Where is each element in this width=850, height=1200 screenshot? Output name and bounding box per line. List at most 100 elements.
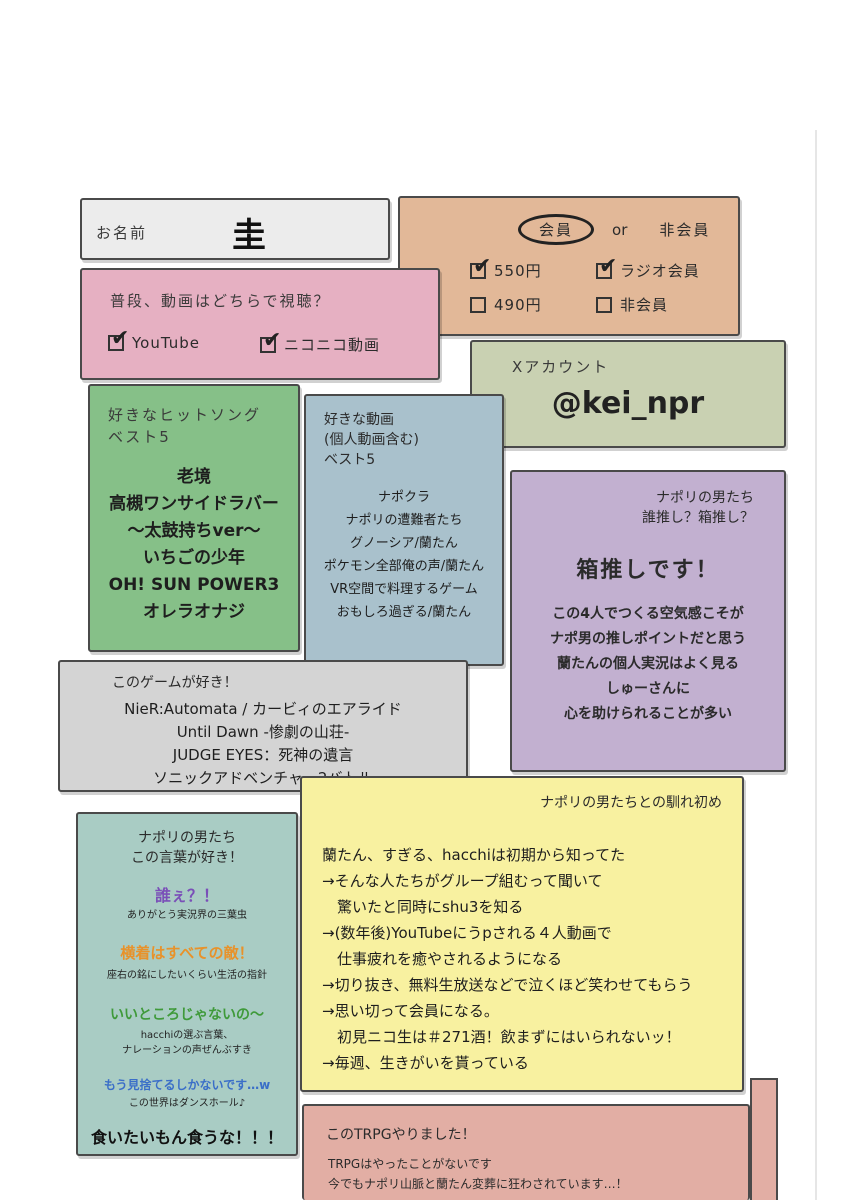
hit-songs-title: 好きなヒットソング ベスト5 xyxy=(108,404,261,448)
favorite-videos-title-line: (個人動画含む) xyxy=(324,432,419,448)
hit-songs-title-line: ベスト5 xyxy=(108,428,171,446)
option-550-label: 550円 xyxy=(494,262,542,280)
list-item: オレラオナジ xyxy=(143,602,245,622)
checkmark-icon: ✔ xyxy=(473,253,493,279)
membership-choice: 会員 or 非会員 xyxy=(518,214,710,245)
list-item: ナポリの遭難者たち xyxy=(345,513,463,528)
first-meeting-line: →毎週、生きがいを貰っている xyxy=(322,1054,529,1072)
membership-card: 会員 or 非会員 ✔ 550円 ✔ ラジオ会員 490円 非会員 xyxy=(398,196,740,336)
oshi-card: ナポリの男たち 誰推し？箱推し？ 箱推しです！ この4人でつくる空気感こそが ナ… xyxy=(510,470,786,772)
checkbox-non-member xyxy=(596,296,612,313)
oshi-answer: 箱推しです！ xyxy=(576,558,720,583)
checkmark-icon: ✔ xyxy=(599,253,619,279)
x-account-label: Xアカウント xyxy=(512,358,610,376)
favorite-phrase: もう見捨てるしかないです…w xyxy=(103,1078,271,1092)
oshi-body-line: 心を助けられることが多い xyxy=(564,706,732,722)
checkbox-550: ✔ xyxy=(470,255,491,279)
favorite-phrase-note: 座右の銘にしたいくらい生活の指針 xyxy=(78,968,296,983)
hit-songs-list: 老境 高槻ワンサイドラバー 〜太鼓持ちver〜 いちごの少年 OH! SUN P… xyxy=(90,464,298,626)
favorite-phrase-note: ありがとう実況界の三葉虫 xyxy=(78,908,296,923)
option-radio-member-label: ラジオ会員 xyxy=(620,262,700,280)
viewing-platform-card: 普段、動画はどちらで視聴？ ✔ YouTube ✔ ニコニコ動画 xyxy=(80,268,440,380)
platform-question: 普段、動画はどちらで視聴？ xyxy=(110,292,331,310)
favorite-videos-list: ナポクラ ナポリの遭難者たち グノーシア/蘭たん ポケモン全部俺の声/蘭たん V… xyxy=(306,486,502,624)
option-niconico-label: ニコニコ動画 xyxy=(284,336,381,354)
list-item: ポケモン全部俺の声/蘭たん xyxy=(323,559,485,574)
hit-songs-card: 好きなヒットソング ベスト5 老境 高槻ワンサイドラバー 〜太鼓持ちver〜 い… xyxy=(88,384,300,652)
page-edge-line xyxy=(815,130,817,1200)
first-meeting-line: →思い切って会員になる。 xyxy=(322,1002,499,1020)
list-item: OH! SUN POWER3 xyxy=(108,575,280,595)
option-youtube-label: YouTube xyxy=(132,334,200,352)
option-non-member-label: 非会員 xyxy=(620,296,669,314)
list-item: 〜太鼓持ちver〜 xyxy=(127,521,261,541)
favorite-phrase: いいところじゃないの〜 xyxy=(110,1007,264,1023)
first-meeting-line: 蘭たん、すぎる、hacchiは初期から知ってた xyxy=(322,846,626,864)
favorite-phrase-note: hacchiの選ぶ言葉、 ナレーションの声ぜんぶすき xyxy=(78,1028,296,1058)
list-item: ナポクラ xyxy=(377,490,430,505)
trpg-line: TRPGはやったことがないです xyxy=(328,1157,492,1171)
first-meeting-card: ナポリの男たちとの馴れ初め 蘭たん、すぎる、hacchiは初期から知ってた →そ… xyxy=(300,776,744,1092)
favorite-words-card: ナポリの男たち この言葉が好き！ 誰ぇ？！ ありがとう実況界の三葉虫 横着はすべ… xyxy=(76,812,298,1156)
favorite-words-title-line: ナポリの男たち xyxy=(138,830,236,846)
oshi-question-line: ナポリの男たち xyxy=(656,490,754,506)
first-meeting-line: →(数年後)YouTubeにうpされる４人動画で xyxy=(322,924,612,942)
oshi-body-line: 蘭たんの個人実況はよく見る xyxy=(557,656,739,672)
trpg-body: TRPGはやったことがないです 今でもナポリ山脈と蘭たん変葬に狂わされています…… xyxy=(328,1154,628,1194)
oshi-question-line: 誰推し？箱推し？ xyxy=(642,510,754,526)
first-meeting-line: 仕事疲れを癒やされるようになる xyxy=(322,950,563,968)
favorite-videos-title: 好きな動画 (個人動画含む) ベスト5 xyxy=(324,410,419,470)
x-account-handle: @kei_npr xyxy=(551,386,705,421)
favorite-phrase-note-line: ありがとう実況界の三葉虫 xyxy=(127,910,247,921)
list-item: 老境 xyxy=(177,467,211,487)
hit-songs-title-line: 好きなヒットソング xyxy=(108,406,262,424)
list-item: いちごの少年 xyxy=(143,548,245,568)
corner-note-tab xyxy=(750,1078,778,1200)
or-label: or xyxy=(612,220,628,239)
favorite-games-card: このゲームが好き！ NieR:Automata / カービィのエアライド Unt… xyxy=(58,660,468,792)
option-youtube: ✔ YouTube xyxy=(108,328,200,352)
option-radio-member: ✔ ラジオ会員 xyxy=(596,255,700,281)
name-value: 圭 xyxy=(232,216,266,256)
list-item: おもしろ過ぎる/蘭たん xyxy=(336,605,472,620)
trpg-card: このTRPGやりました！ TRPGはやったことがないです 今でもナポリ山脈と蘭た… xyxy=(302,1104,750,1200)
favorite-phrase: 横着はすべての敵！ xyxy=(120,944,254,962)
non-member-label: 非会員 xyxy=(659,221,711,239)
name-label: お名前 xyxy=(96,224,148,242)
checkbox-youtube: ✔ xyxy=(108,328,129,351)
member-label-circled: 会員 xyxy=(518,214,595,245)
favorite-videos-card: 好きな動画 (個人動画含む) ベスト5 ナポクラ ナポリの遭難者たち グノーシア… xyxy=(304,394,504,666)
favorite-videos-title-line: ベスト5 xyxy=(324,452,376,468)
list-item: 高槻ワンサイドラバー xyxy=(109,494,279,514)
favorite-phrase-note-line: 座右の銘にしたいくらい生活の指針 xyxy=(107,970,267,981)
oshi-body-line: この4人でつくる空気感こそが xyxy=(552,606,744,622)
name-card: お名前 圭 xyxy=(80,198,390,260)
oshi-body-line: ナポ男の推しポイントだと思う xyxy=(550,631,746,647)
favorite-games-title: このゲームが好き！ xyxy=(112,675,238,691)
option-550: ✔ 550円 xyxy=(470,255,542,281)
list-item: Until Dawn -惨劇の山荘- xyxy=(176,723,350,741)
favorite-videos-title-line: 好きな動画 xyxy=(324,412,394,428)
first-meeting-body: 蘭たん、すぎる、hacchiは初期から知ってた →そんな人たちがグループ組むって… xyxy=(322,842,692,1076)
favorite-phrase-note-line: この世界はダンスホール♪ xyxy=(128,1098,246,1109)
checkmark-icon: ✔ xyxy=(111,326,131,351)
first-meeting-title: ナポリの男たちとの馴れ初め xyxy=(540,795,722,811)
favorite-phrase: 誰ぇ？！ xyxy=(154,886,219,905)
trpg-title: このTRPGやりました！ xyxy=(326,1127,476,1143)
x-account-card: Xアカウント @kei_npr xyxy=(470,340,786,448)
checkbox-490 xyxy=(470,296,486,313)
option-490-label: 490円 xyxy=(494,296,542,314)
option-490: 490円 xyxy=(470,294,542,315)
checkbox-radio-member: ✔ xyxy=(596,255,617,279)
favorite-words-title: ナポリの男たち この言葉が好き！ xyxy=(78,828,296,868)
oshi-question: ナポリの男たち 誰推し？箱推し？ xyxy=(642,488,754,528)
list-item: VR空間で料理するゲーム xyxy=(330,582,478,597)
checkmark-icon: ✔ xyxy=(263,327,283,353)
list-item: グノーシア/蘭たん xyxy=(350,536,458,551)
favorite-phrase-note-line: hacchiの選ぶ言葉、 xyxy=(140,1030,234,1041)
first-meeting-line: →そんな人たちがグループ組むって聞いて xyxy=(322,872,603,890)
option-non-member: 非会員 xyxy=(596,294,668,315)
first-meeting-line: 驚いたと同時にshu3を知る xyxy=(322,898,524,916)
favorite-words-final: 食いたいもん食うな！！！ xyxy=(90,1128,283,1147)
